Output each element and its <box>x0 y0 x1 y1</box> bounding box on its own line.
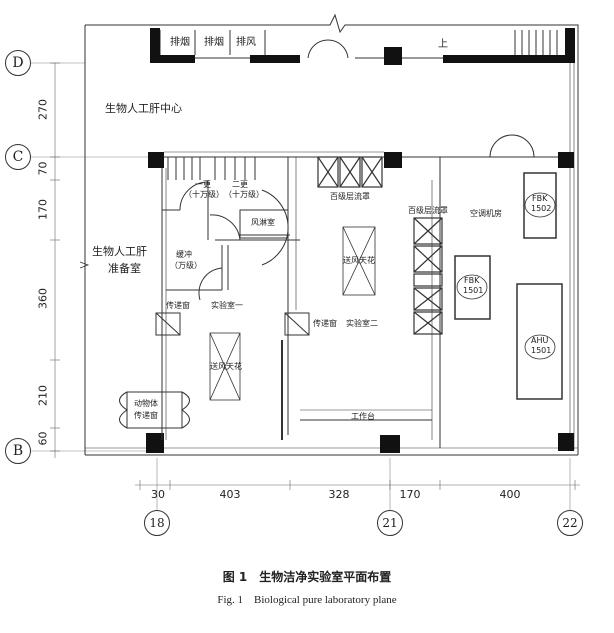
axis-lines <box>30 62 571 510</box>
label-fbk1501-num: 1501 <box>463 286 484 295</box>
axis-d: D <box>5 50 31 76</box>
label-fbk1502: FBK <box>532 194 548 203</box>
caption-english: Fig. 1 Biological pure laboratory plane <box>217 594 397 606</box>
label-stair-up: 上 <box>438 39 448 50</box>
label-pass-window-2: 传递窗 <box>313 319 337 328</box>
outer-walls <box>84 13 579 456</box>
axis-c: C <box>5 144 31 170</box>
label-animal-pass: 动物体 <box>134 399 158 408</box>
axis-22: 22 <box>557 510 583 536</box>
label-ahu1501: AHU <box>531 336 549 345</box>
dim-v-210: 210 <box>36 385 50 406</box>
label-workbench: 工作台 <box>351 412 375 421</box>
label-exhaust: 排风 <box>236 37 256 48</box>
label-smoke-1: 排烟 <box>170 37 190 48</box>
dim-h-170: 170 <box>399 488 421 501</box>
axis-b: B <box>5 438 31 464</box>
label-ahu1501-num: 1501 <box>531 346 552 355</box>
label-bio-center: 生物人工肝中心 <box>105 102 182 115</box>
supply-ceilings <box>209 226 376 401</box>
axis-21: 21 <box>377 510 403 536</box>
dim-h-400: 400 <box>499 488 521 501</box>
lab-walls <box>161 134 558 448</box>
label-supply-ceiling-2: 送风天花 <box>343 256 375 265</box>
label-change2: 二更 <box>232 180 248 189</box>
columns <box>146 28 575 453</box>
label-laminar-hood-2: 百级层流罩 <box>408 206 448 215</box>
laminar-hoods <box>317 156 443 335</box>
label-lab-2: 实验室二 <box>346 319 378 328</box>
dim-v-270: 270 <box>36 99 50 120</box>
label-lab-1: 实验室一 <box>211 301 243 310</box>
label-animal-pass-2: 传递窗 <box>134 411 158 420</box>
label-pass-window-1: 传递窗 <box>166 301 190 310</box>
label-fbk1501: FBK <box>464 276 480 285</box>
dim-v-60: 60 <box>36 431 50 446</box>
dimension-lines <box>50 62 580 490</box>
axis-18: 18 <box>144 510 170 536</box>
pass-windows <box>119 312 310 429</box>
label-supply-ceiling-1: 送风天花 <box>210 362 242 371</box>
dim-h-403: 403 <box>219 488 241 501</box>
label-buffer-class: （万级） <box>170 261 202 270</box>
dim-h-30: 30 <box>151 488 165 501</box>
ac-units <box>454 172 563 400</box>
label-smoke-2: 排烟 <box>204 37 224 48</box>
dim-v-360: 360 <box>36 288 50 309</box>
label-fbk1502-num: 1502 <box>531 204 552 213</box>
label-prep-room-1: 生物人工肝 <box>92 245 147 258</box>
label-prep-room-2: 准备室 <box>108 262 141 275</box>
label-change2-class: （十万级） <box>224 190 264 199</box>
label-buffer: 缓冲 <box>176 250 192 259</box>
caption-chinese: 图 1 生物洁净实验室平面布置 <box>222 570 392 584</box>
label-ac-room: 空调机房 <box>470 209 502 218</box>
label-air-shower: 风淋室 <box>251 218 275 227</box>
break-mark <box>79 261 90 269</box>
label-change1-class: （十万级） <box>184 190 224 199</box>
dim-v-170: 170 <box>36 199 50 220</box>
label-change1: 一更 <box>195 180 211 189</box>
dim-v-70: 70 <box>36 161 50 176</box>
ac-unit-ovals <box>456 192 556 360</box>
label-laminar-hood-1: 百级层流罩 <box>330 192 370 201</box>
dim-h-328: 328 <box>328 488 350 501</box>
